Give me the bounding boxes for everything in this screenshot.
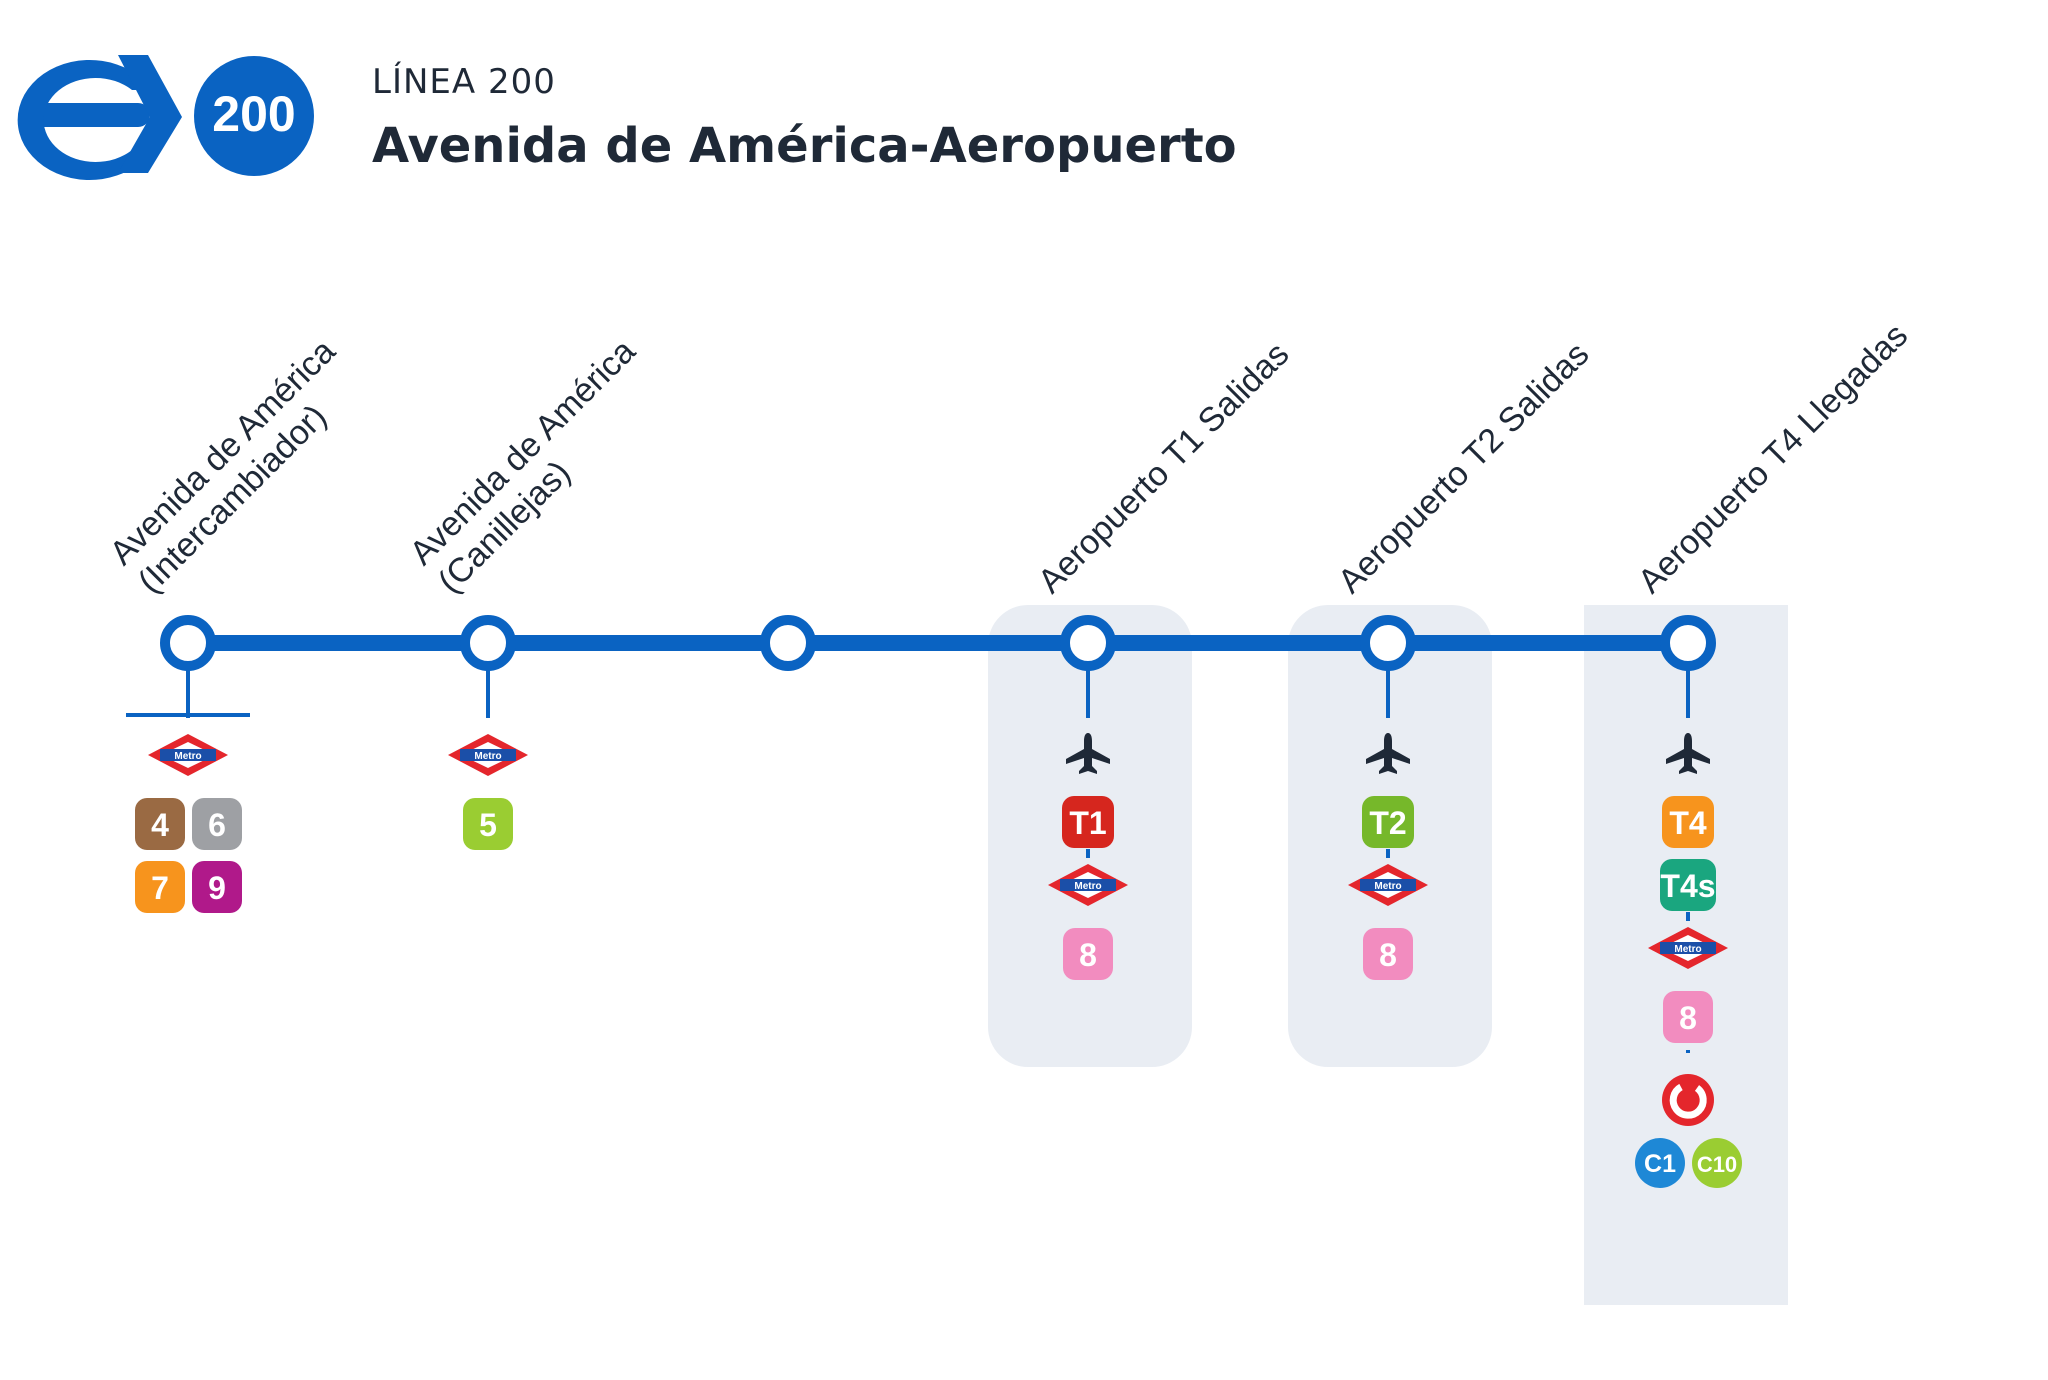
stop-label: Aeropuerto T2 Salidas xyxy=(1331,335,1597,601)
line-badge-label: 8 xyxy=(1079,937,1097,973)
line-badge xyxy=(1363,928,1413,980)
line-badge-label: 9 xyxy=(208,870,226,906)
line-badge-label: 8 xyxy=(1379,937,1397,973)
cercanias-line-label: C1 xyxy=(1644,1150,1676,1178)
stop-label: Aeropuerto T4 Llegadas xyxy=(1631,316,1915,600)
stop-s1: Avenida de América(Intercambiador) Metro 4… xyxy=(103,332,343,913)
metro-icon-band xyxy=(1360,879,1416,891)
line-badge-label: 8 xyxy=(1679,1000,1697,1036)
line-subtitle: LÍNEA 200 xyxy=(372,62,556,102)
stop-name-line: Avenida de América xyxy=(103,332,343,572)
line-badge xyxy=(1063,928,1113,980)
line-badge-label: T2 xyxy=(1369,805,1406,841)
stop-s3 xyxy=(760,615,816,671)
line-badge xyxy=(1062,796,1114,848)
stop-label: Aeropuerto T1 Salidas xyxy=(1031,335,1297,601)
plane-icon xyxy=(1066,733,1110,774)
stop-label: Avenida de América(Canillejas) xyxy=(403,332,643,601)
line-badge xyxy=(1662,796,1714,848)
plane-icon xyxy=(1666,733,1710,774)
line-badge xyxy=(1663,991,1713,1043)
line-badge-label: 4 xyxy=(151,807,169,843)
line-badge xyxy=(192,861,242,913)
metro-icon-band xyxy=(1060,879,1116,891)
line-badge xyxy=(1362,796,1414,848)
cercanias-icon-arc xyxy=(1669,1083,1707,1119)
stop-s2: Avenida de América(Canillejas) Metro 5 xyxy=(403,332,643,850)
express-logo-icon xyxy=(17,55,182,181)
line-badge xyxy=(135,798,185,850)
line-badge xyxy=(192,798,242,850)
stop-marker xyxy=(1060,615,1116,671)
cercanias-line-label: C10 xyxy=(1697,1152,1737,1177)
stop-marker xyxy=(160,615,216,671)
stop-name-line: Aeropuerto T2 Salidas xyxy=(1331,335,1597,601)
line-badge-label: 5 xyxy=(479,807,497,843)
line-title: Avenida de América-Aeropuerto xyxy=(372,118,1237,174)
line-badge-label: T1 xyxy=(1069,805,1106,841)
stop-name-line: Avenida de América xyxy=(403,332,643,572)
line-badge xyxy=(135,861,185,913)
line-badge-label: 6 xyxy=(208,807,226,843)
line-badge-label: T4s xyxy=(1660,868,1715,904)
line-badge xyxy=(463,798,513,850)
line-badge-label: T4 xyxy=(1669,805,1707,841)
stop-marker xyxy=(1360,615,1416,671)
stop-marker xyxy=(760,615,816,671)
line-badge-label: 7 xyxy=(151,870,169,906)
stop-label: Avenida de América(Intercambiador) xyxy=(103,332,343,601)
metro-icon-label: Metro xyxy=(1074,881,1101,892)
metro-icon-band xyxy=(160,749,216,761)
line-number-badge xyxy=(194,56,314,176)
stop-name-line: Aeropuerto T1 Salidas xyxy=(1031,335,1297,601)
line-number: 200 xyxy=(212,86,295,142)
metro-icon-label: Metro xyxy=(174,751,201,762)
stop-marker xyxy=(460,615,516,671)
metro-icon-band xyxy=(460,749,516,761)
stop-marker xyxy=(1660,615,1716,671)
metro-icon-label: Metro xyxy=(1374,881,1401,892)
plane-icon xyxy=(1366,733,1410,774)
metro-icon-label: Metro xyxy=(474,751,501,762)
metro-icon-label: Metro xyxy=(1674,944,1701,955)
cercanias-line-badge xyxy=(1635,1138,1685,1188)
line-badge xyxy=(1660,859,1716,911)
stop-name-line: Aeropuerto T4 Llegadas xyxy=(1631,316,1915,600)
metro-icon-band xyxy=(1660,942,1716,954)
cercanias-line-badge xyxy=(1692,1138,1742,1188)
logo: 200 xyxy=(17,55,314,181)
